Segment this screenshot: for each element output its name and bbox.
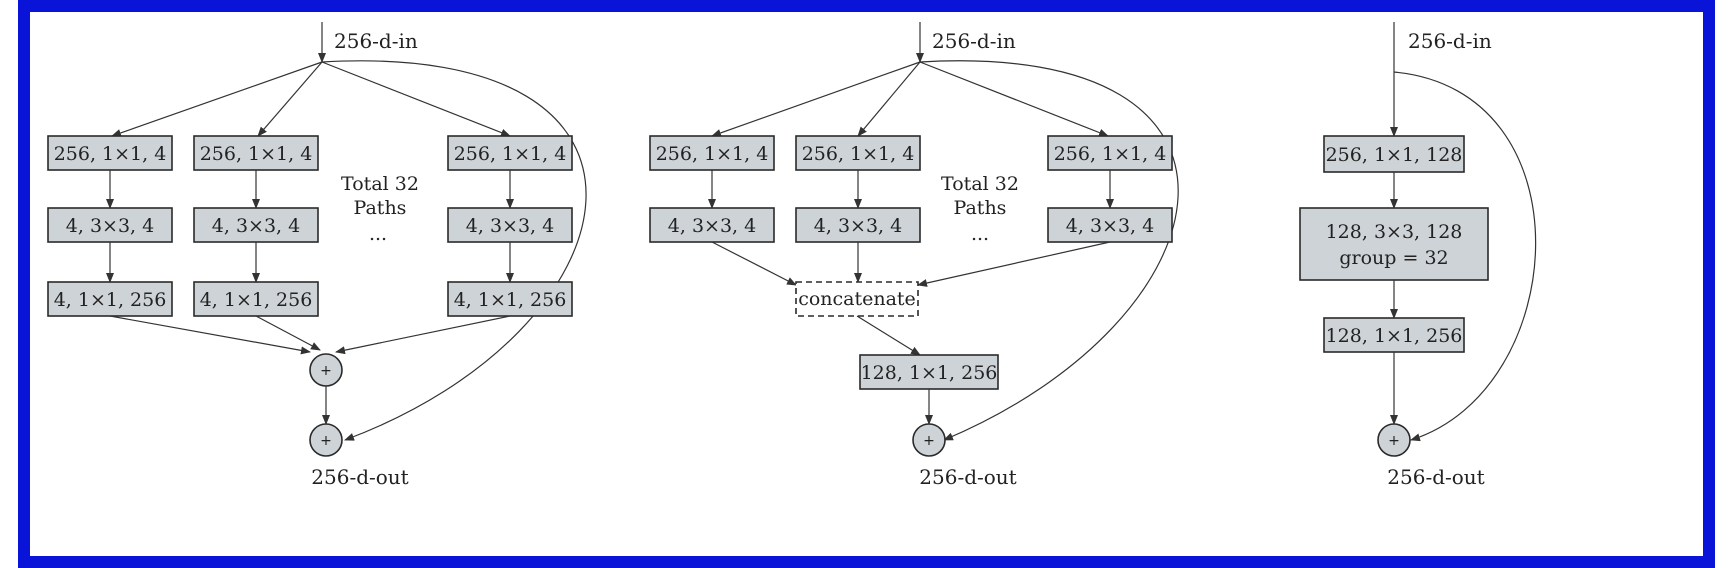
a-left-conv3-label: 4, 1×1, 256 [54,289,167,311]
a-sum-1-symbol: + [320,363,332,379]
b-split-right-arrow [919,61,1109,137]
b-left-conv1-label: 256, 1×1, 4 [656,143,769,165]
b-concatenate-label: concatenate [798,288,916,310]
b-left-conv2-box [649,207,775,243]
c-skip-connection [1393,71,1537,442]
b-mid-conv2-box [795,207,921,243]
b-split-left-arrow [711,61,921,137]
a-right-conv1-box [447,135,573,171]
a-left-conv1-label: 256, 1×1, 4 [54,143,167,165]
a-merge-right-arrow [335,315,511,355]
b-note-total: Total 32 [941,173,1019,195]
a-input-label: 256-d-in [334,29,418,53]
b-output-label: 256-d-out [919,465,1016,489]
b-split-mid-arrow [857,61,921,137]
a-left-conv1-box [47,135,173,171]
b-note-paths: Paths [954,197,1007,219]
a-left-conv3-box [47,281,173,317]
a-note-total: Total 32 [341,173,419,195]
a-right-conv3-box [447,281,573,317]
c-sum-node [1377,423,1411,457]
c-conv3-box [1323,317,1465,353]
c-output-label: 256-d-out [1387,465,1484,489]
c-conv2-label-2: group = 32 [1339,247,1448,269]
b-post-concat-arrow [856,315,921,356]
b-skip-connection [919,60,1179,441]
a-sum-2-symbol: + [320,433,332,449]
b-left-conv1-box [649,135,775,171]
b-sum-node [912,423,946,457]
b-concat-left-arrow [711,241,797,286]
b-mid-conv2-label: 4, 3×3, 4 [814,215,902,237]
a-left-conv2-label: 4, 3×3, 4 [66,215,154,237]
b-mid-conv1-box [795,135,921,171]
c-sum-symbol: + [1388,433,1400,449]
c-conv2-label-1: 128, 3×3, 128 [1326,221,1463,243]
a-note-ellipsis: ... [369,223,387,245]
b-input-label: 256-d-in [932,29,1016,53]
a-split-left-arrow [111,61,323,137]
a-output-label: 256-d-out [311,465,408,489]
a-right-conv2-box [447,207,573,243]
c-conv1-label: 256, 1×1, 128 [1326,144,1463,166]
diagram-a-aggregated-residual: 256-d-in 256, 1×1, 4 4, 3×3, 4 4, 1×1, 2… [47,22,587,489]
a-sum-node-2 [309,423,343,457]
blue-frame-border [18,0,1715,568]
b-right-conv2-box [1047,207,1173,243]
b-concatenate-box [795,281,919,317]
diagram-b-early-concatenation: 256-d-in 256, 1×1, 4 4, 3×3, 4 256, 1×1,… [649,22,1179,489]
a-split-mid-arrow [257,61,323,137]
a-split-right-arrow [321,61,511,137]
c-conv2-box [1299,207,1489,281]
b-note-ellipsis: ... [971,223,989,245]
b-right-conv1-label: 256, 1×1, 4 [1054,143,1167,165]
c-conv3-label: 128, 1×1, 256 [1326,325,1463,347]
a-mid-conv3-box [193,281,319,317]
a-skip-connection [321,60,587,441]
a-merge-mid-arrow [255,315,321,351]
b-left-conv2-label: 4, 3×3, 4 [668,215,756,237]
a-right-conv1-label: 256, 1×1, 4 [454,143,567,165]
b-post-concat-label: 128, 1×1, 256 [861,362,998,384]
a-mid-conv3-label: 4, 1×1, 256 [200,289,313,311]
c-input-label: 256-d-in [1408,29,1492,53]
diagram-c-grouped-convolution: 256-d-in 256, 1×1, 128 128, 3×3, 128 gro… [1299,22,1537,489]
a-right-conv3-label: 4, 1×1, 256 [454,289,567,311]
b-concat-right-arrow [917,241,1111,287]
b-right-conv1-box [1047,135,1173,171]
a-mid-conv2-label: 4, 3×3, 4 [212,215,300,237]
a-mid-conv1-label: 256, 1×1, 4 [200,143,313,165]
a-merge-left-arrow [109,315,311,355]
a-right-conv2-label: 4, 3×3, 4 [466,215,554,237]
b-sum-symbol: + [923,433,935,449]
b-mid-conv1-label: 256, 1×1, 4 [802,143,915,165]
b-right-conv2-label: 4, 3×3, 4 [1066,215,1154,237]
a-mid-conv1-box [193,135,319,171]
a-note-paths: Paths [354,197,407,219]
